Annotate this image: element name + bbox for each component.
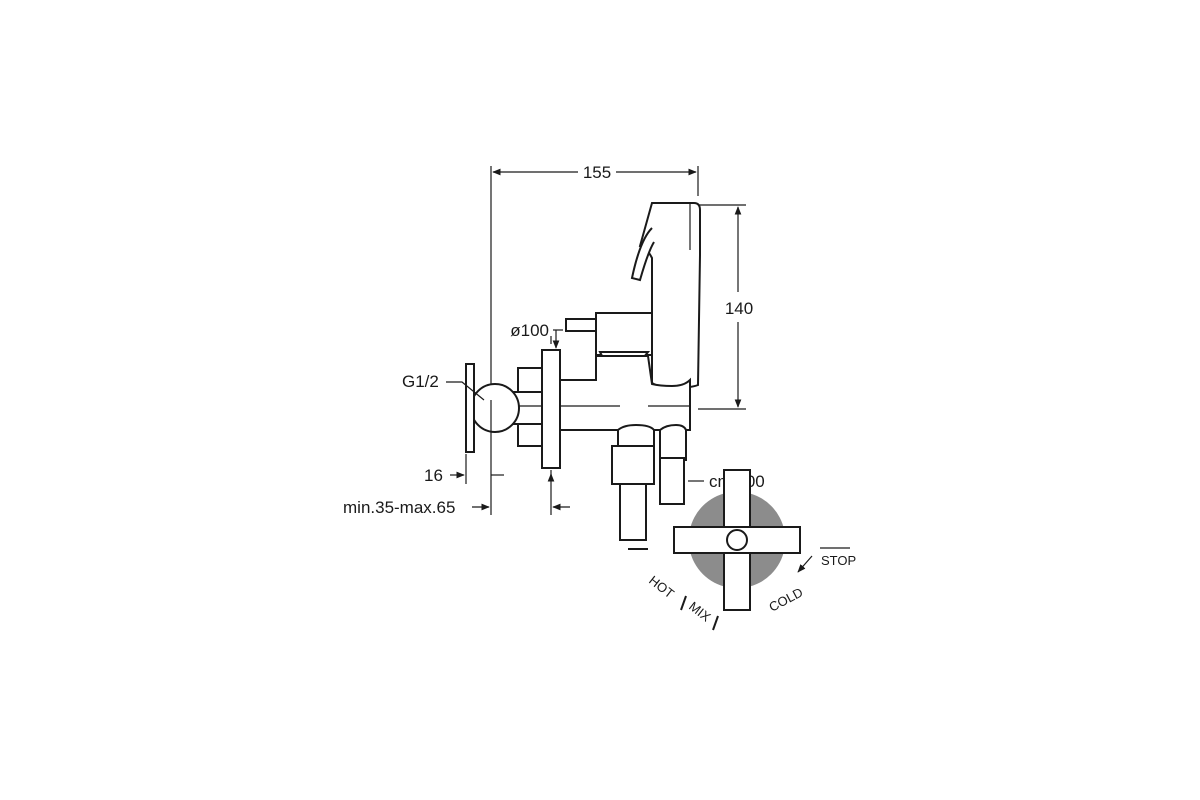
wall-range-label: min.35-max.65 <box>343 498 455 517</box>
diverter <box>565 312 653 363</box>
hose-connectors <box>611 423 687 541</box>
stop-label: STOP <box>821 553 856 568</box>
thread-label: G1/2 <box>402 372 439 391</box>
dimension-width: 155 <box>490 163 699 400</box>
wall-flange: ø100 <box>510 321 563 469</box>
depth-label: 16 <box>424 466 443 485</box>
height-label: 140 <box>725 299 753 318</box>
width-label: 155 <box>583 163 611 182</box>
flange-diameter-label: ø100 <box>510 321 549 340</box>
thread-callout: G1/2 <box>402 372 485 401</box>
dimension-depth: 16 <box>424 454 504 485</box>
handle-diagram <box>628 469 850 631</box>
hot-label: HOT <box>646 573 677 602</box>
dimension-height: 140 <box>698 204 753 410</box>
dimension-wall-range: min.35-max.65 <box>343 400 570 517</box>
inlet-connection <box>465 363 543 453</box>
mix-label: MIX <box>686 599 714 625</box>
cold-label: COLD <box>766 584 805 614</box>
valve-body <box>559 355 691 431</box>
